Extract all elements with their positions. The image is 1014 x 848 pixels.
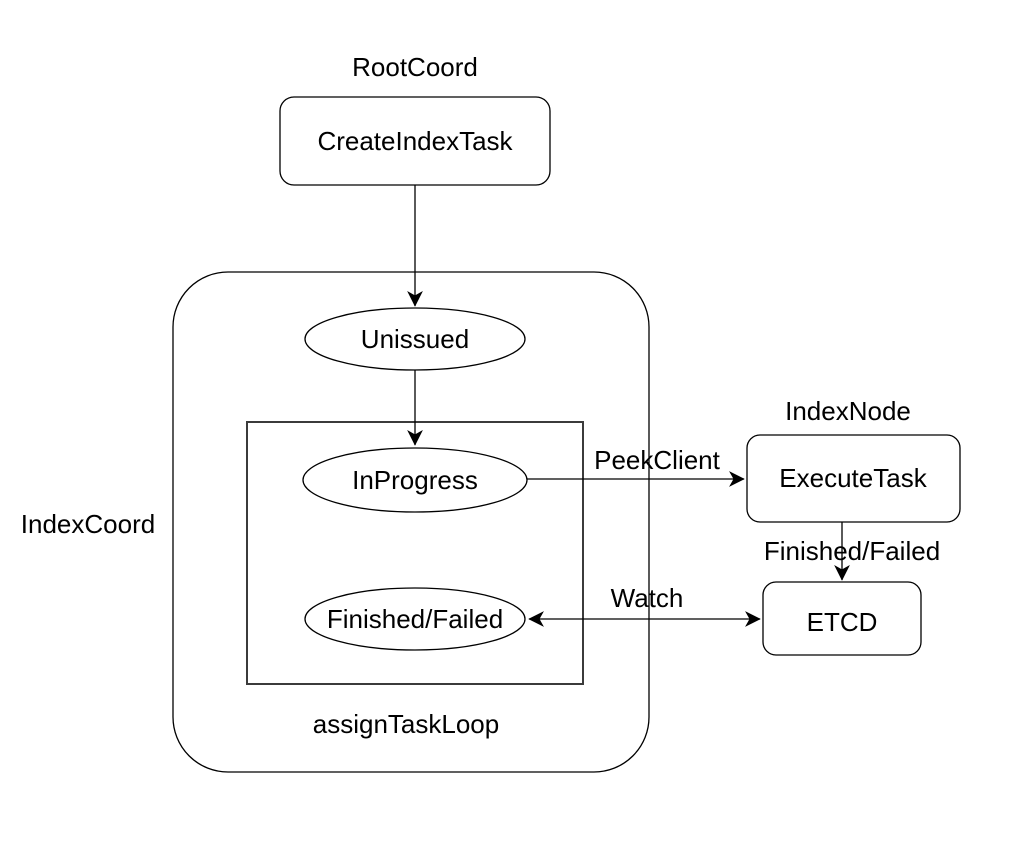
create-index-task-node — [279, 96, 551, 186]
peek-client-edge-label: PeekClient — [594, 445, 721, 475]
root-coord-label: RootCoord — [352, 52, 478, 82]
finished-failed-label: Finished/Failed — [327, 604, 503, 634]
unissued-state-node — [304, 307, 526, 371]
finished-failed-edge-label: Finished/Failed — [764, 536, 940, 566]
execute-task-label: ExecuteTask — [779, 463, 927, 493]
execute-task-node — [746, 434, 961, 523]
watch-edge-label: Watch — [611, 583, 684, 613]
index-coord-container — [172, 271, 650, 773]
assign-task-loop-label: assignTaskLoop — [313, 709, 499, 739]
etcd-label: ETCD — [807, 607, 878, 637]
unissued-label: Unissued — [361, 324, 469, 354]
in-progress-label: InProgress — [352, 465, 478, 495]
in-progress-state-node — [302, 447, 528, 513]
finished-failed-state-node — [304, 587, 526, 651]
index-coord-label: IndexCoord — [21, 509, 155, 539]
index-node-label: IndexNode — [785, 396, 911, 426]
etcd-node — [762, 581, 922, 656]
create-index-task-label: CreateIndexTask — [317, 126, 513, 156]
